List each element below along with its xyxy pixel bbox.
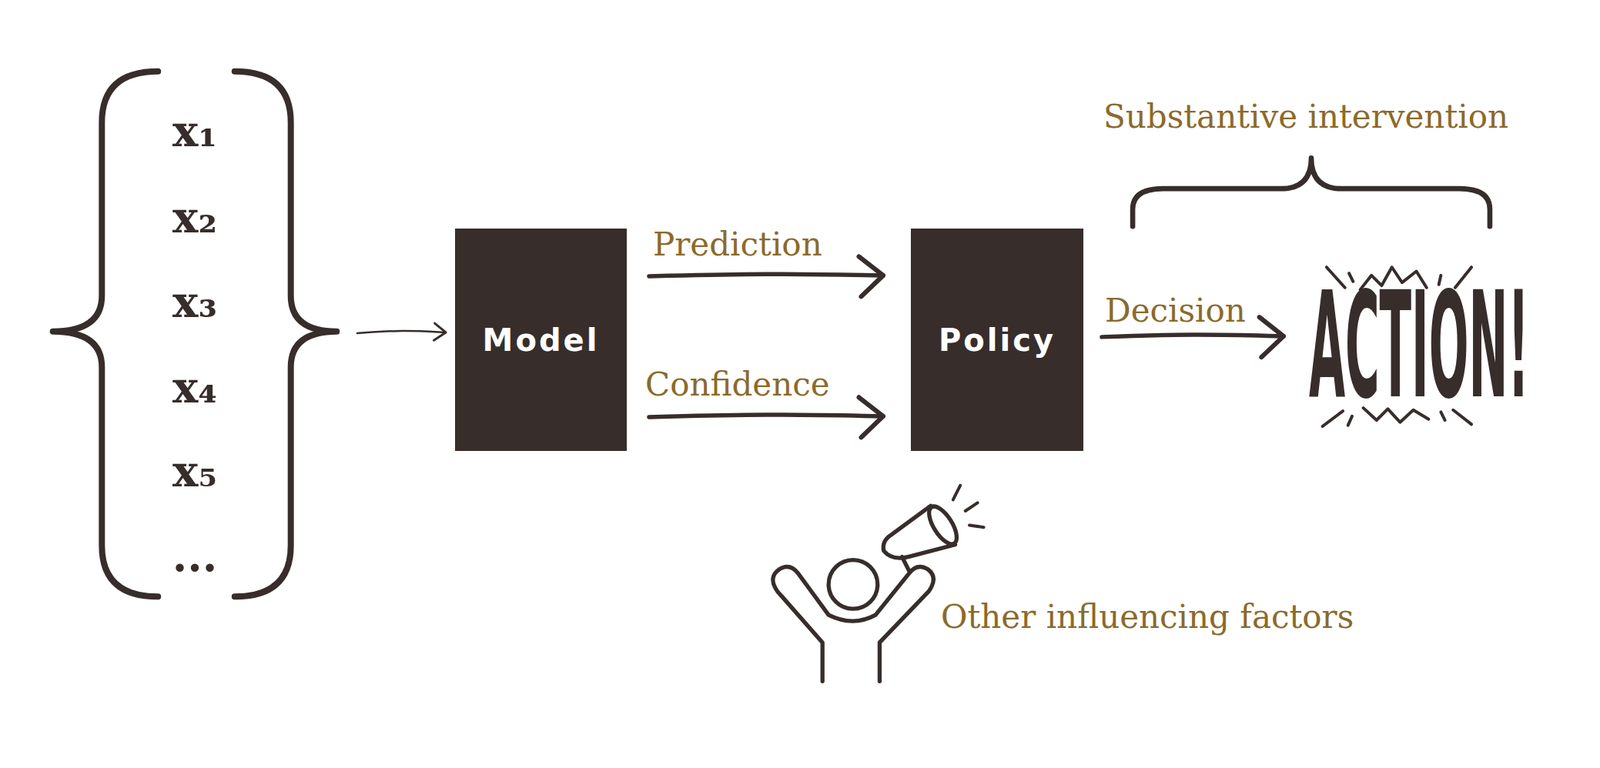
- action-text: ACTION!: [1308, 273, 1529, 420]
- annotation-label: Substantive intervention: [1103, 99, 1509, 135]
- flow-arrow: [649, 274, 884, 277]
- input-variable: ...: [50, 529, 339, 583]
- box-label: Policy: [938, 322, 1056, 359]
- sound-line: [969, 525, 985, 529]
- input-variable: x₅: [50, 445, 339, 498]
- input-set: x₁ x₂ x₃ x₄ x₅...: [50, 69, 339, 600]
- illustration-group: [773, 157, 1490, 682]
- edge-label: Decision: [1104, 293, 1246, 329]
- box-label: Model: [482, 322, 600, 359]
- flow-arrow: [649, 415, 884, 418]
- input-variable: x₁: [50, 104, 339, 158]
- process-box: Model: [455, 228, 627, 452]
- input-variable: x₄: [50, 361, 339, 414]
- flow-arrow: [357, 331, 446, 334]
- curly-brace: [234, 71, 338, 598]
- curly-brace: [1132, 157, 1490, 227]
- sound-line: [965, 502, 978, 512]
- flow-arrow: [1101, 334, 1284, 338]
- edge-label: Confidence: [645, 367, 831, 403]
- sound-line: [953, 485, 961, 501]
- action-word: ACTION!: [1308, 265, 1529, 428]
- person-head: [828, 560, 878, 610]
- input-variable: x₃: [50, 275, 339, 329]
- edge-label: Prediction: [652, 227, 823, 263]
- input-variable: x₂: [50, 190, 339, 244]
- curly-brace: [53, 71, 159, 598]
- process-box: Policy: [910, 228, 1084, 452]
- megaphone-handle: [902, 557, 910, 573]
- megaphone-bell: [923, 502, 963, 549]
- annotation-label: Other influencing factors: [940, 599, 1354, 636]
